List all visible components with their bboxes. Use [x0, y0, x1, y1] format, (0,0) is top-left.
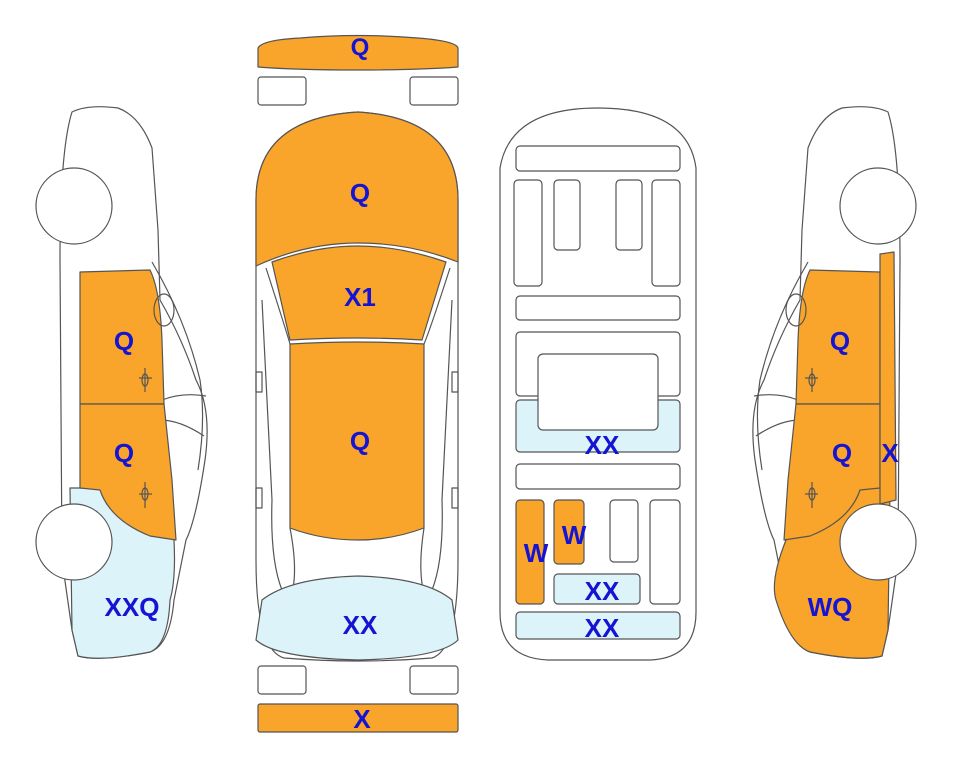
under-crossmember-label: XX — [585, 430, 620, 460]
right-mirror-top — [451, 371, 459, 393]
right-window-strip — [431, 299, 453, 591]
left-rear-door[interactable] — [79, 403, 177, 541]
left-front-door[interactable] — [79, 269, 165, 405]
right-a-pillar-line — [423, 267, 451, 345]
hood[interactable] — [255, 111, 459, 267]
right-door-handle-rear — [805, 482, 818, 508]
under-front-bar — [515, 145, 681, 172]
right-pillar-line — [753, 394, 799, 401]
top-view — [255, 34, 459, 733]
right-body-outline — [752, 106, 901, 659]
roof[interactable] — [289, 341, 425, 541]
under-mid-bar — [515, 295, 681, 321]
under-panel-rear-upper-label: XX — [585, 576, 620, 606]
left-window-line — [151, 261, 204, 471]
under-rear-bar — [515, 463, 681, 490]
right-mirror — [785, 293, 807, 327]
under-rail-left[interactable] — [515, 499, 545, 605]
left-rear-wheel — [35, 503, 113, 581]
rear-light-right — [409, 665, 459, 695]
left-pillar-line — [161, 394, 207, 401]
under-rail-left-label: W — [524, 538, 549, 568]
left-door-handle-rear — [139, 482, 152, 508]
right-rear-wheel — [839, 503, 917, 581]
left-rear-door-label: Q — [114, 438, 134, 468]
right-rear-door-label: Q — [832, 438, 852, 468]
front-light-left — [257, 76, 307, 106]
right-handle-top — [451, 487, 459, 509]
rear-light-left — [257, 665, 307, 695]
right-front-wheel — [839, 167, 917, 245]
trunk-area[interactable] — [255, 575, 459, 661]
rear-bumper-label: X — [353, 704, 371, 734]
front-light-right — [409, 76, 459, 106]
front-bumper[interactable] — [257, 34, 459, 71]
left-door-handle-front — [139, 368, 152, 392]
underbody-view — [499, 107, 697, 661]
hood-label: Q — [350, 178, 370, 208]
under-rail-mid-label: W — [562, 520, 587, 550]
left-front-door-label: Q — [114, 326, 134, 356]
right-window-line — [756, 261, 809, 471]
left-a-pillar-line — [265, 267, 291, 345]
under-rail-mid[interactable] — [553, 499, 585, 565]
left-rear-quarter-label: XXQ — [105, 592, 160, 622]
windshield-area-label: X1 — [344, 282, 376, 312]
right-pillar-strip[interactable] — [879, 251, 897, 505]
windshield-area[interactable] — [271, 245, 447, 341]
left-side-view — [35, 106, 208, 659]
left-window-strip — [261, 299, 283, 591]
under-front-slot-right — [615, 179, 643, 251]
left-mirror-top — [255, 371, 263, 393]
under-panel-rear-upper[interactable] — [553, 573, 641, 605]
roof-label: Q — [350, 426, 370, 456]
left-mirror — [153, 293, 175, 327]
front-bumper-label: Q — [351, 34, 370, 61]
under-rail-right — [649, 499, 681, 605]
under-slot-a — [609, 499, 639, 563]
rear-bumper[interactable] — [257, 703, 459, 733]
left-body-outline — [59, 106, 208, 659]
right-rear-door[interactable] — [783, 403, 881, 541]
under-panel-rear-lower[interactable] — [515, 611, 681, 640]
under-front-rail-right — [651, 179, 681, 287]
under-front-rail-left — [513, 179, 543, 287]
right-door-handle-front — [805, 368, 818, 392]
underbody-outline — [499, 107, 697, 661]
right-side-view — [752, 106, 917, 659]
right-front-door[interactable] — [795, 269, 881, 405]
right-front-door-label: Q — [830, 326, 850, 356]
under-panel-rear-lower-label: XX — [585, 613, 620, 643]
trunk-area-label: XX — [343, 610, 378, 640]
under-center-box — [537, 353, 659, 431]
left-front-wheel — [35, 167, 113, 245]
left-handle-top — [255, 487, 263, 509]
right-pillar-label: X — [881, 438, 899, 468]
right-rear-quarter-label: WQ — [808, 592, 853, 622]
under-front-slot-left — [553, 179, 581, 251]
